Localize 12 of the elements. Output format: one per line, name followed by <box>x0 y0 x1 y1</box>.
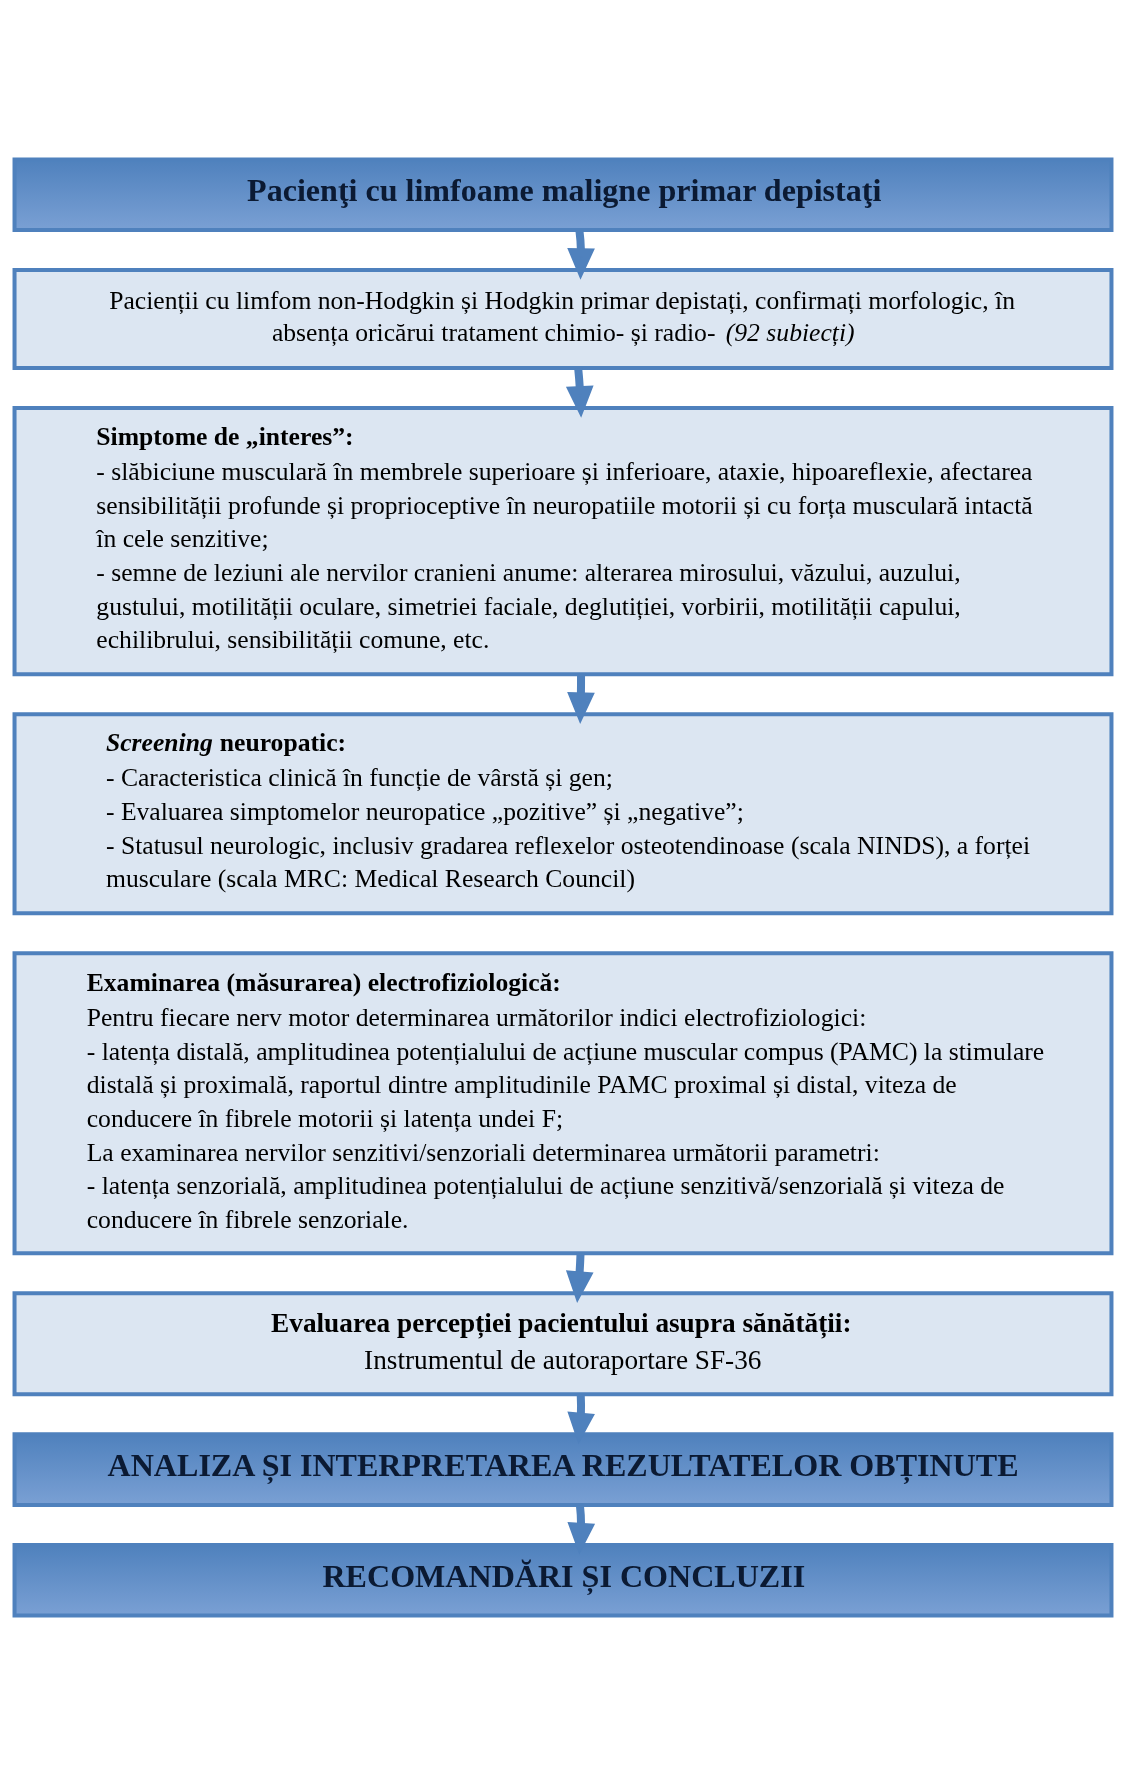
node-box: Examinarea (măsurarea) electrofiziologică: Pentru fiecare nerv motor determinarea următorilor indici electrofiziologici: - latența distală, amplitudinea potențialului de acțiune muscular compus (PAMC) la stimulare distală și proximală, raportul dintre amplitudinile PAMC proximal și distal, viteza de conducere în fibrele motorii și latența undei F; La examinarea nervilor senzitivi/senzoriali determinarea următorii parametri: - latența senzorială, amplitudinea potențialului de acțiune senzitivă/senzorială și viteza de conducere în fibrele senzoriale. <box>12 951 1114 1256</box>
node-box: Pacienţi cu limfoame maligne primar depistaţi <box>12 157 1114 232</box>
arrow <box>567 229 595 280</box>
arrow <box>565 367 594 418</box>
arrow <box>565 1253 594 1303</box>
node-box: Evaluarea percepției pacientului asupra sănătății: Instrumentul de autoraportare SF-36 <box>12 1291 1114 1397</box>
arrow <box>567 674 595 724</box>
node-box: Screening neuropatic: - Caracteristica clinică în funcție de vârstă și gen; - Evaluarea simptomelor neuropatice „pozitive” și „negative”; - Statusul neurologic, inclusiv gradarea reflexelor osteotendinoase (scala NINDS), a forței musculare (scala MRC: Medical Research Council) <box>12 712 1114 916</box>
node-box: Simptome de „interes”: - slăbiciune musculară în membrele superioare și inferioare, ataxie, hipoareflexie, afectarea sensibilității profunde și proprioceptive în neuropatiile motorii și cu forța musculară intactă în cele senzitive; - semne de leziuni ale nervilor cranieni anume: alterarea mirosului, văzului, auzului, gustului, motilității oculare, simetriei faciale, deglutiției, vorbirii, motilității capului, echilibrului, sensibilității comune, etc. <box>12 406 1114 677</box>
node-box: Pacienții cu limfom non-Hodgkin și Hodgkin primar depistați, confirmați morfologic, în absența oricărui tratament chimio- și radio- (92 subiecți) <box>12 268 1114 370</box>
node-box: ANALIZA ȘI INTERPRETAREA REZULTATELOR OBȚINUTE <box>12 1432 1114 1507</box>
node-box: RECOMANDĂRI ȘI CONCLUZII <box>12 1543 1114 1618</box>
